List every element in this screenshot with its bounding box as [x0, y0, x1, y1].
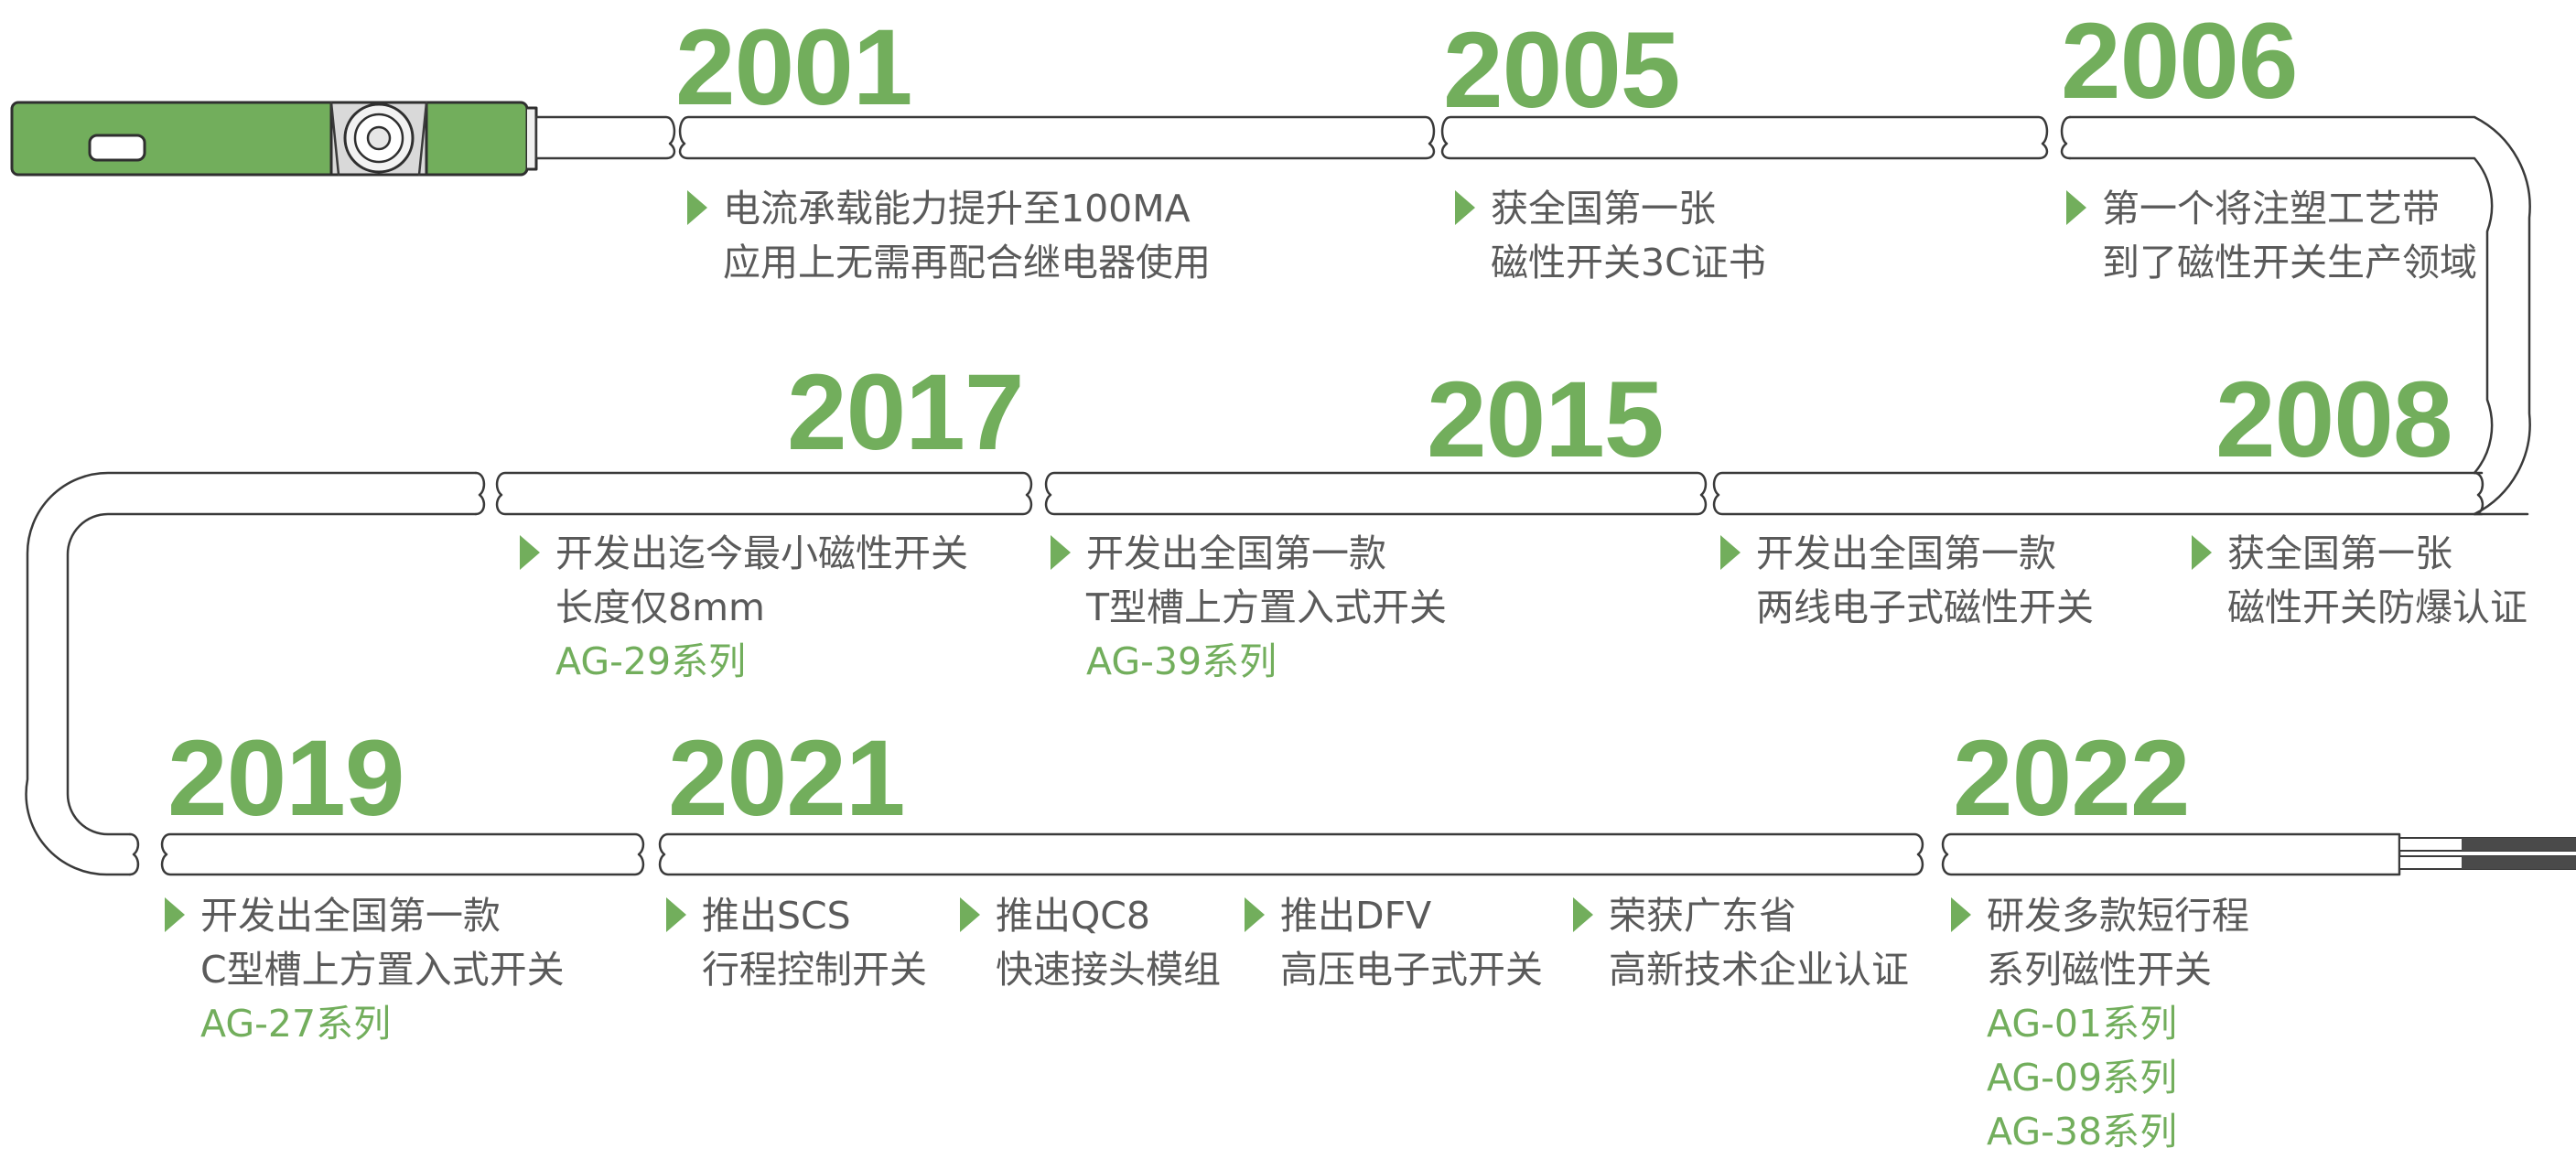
- arrow-icon: [960, 897, 980, 932]
- arrow-icon: [1951, 897, 1971, 932]
- entry-text: 高新技术企业认证: [1609, 948, 1909, 992]
- milestone-entry: 开发出全国第一款 两线电子式磁性开关: [1720, 527, 2094, 635]
- milestone-entry: 获全国第一张 磁性开关防爆认证: [2192, 527, 2527, 635]
- series-label: AG-01系列: [1987, 1002, 2178, 1046]
- year-label: 2019: [167, 718, 405, 839]
- milestone-entry: 第一个将注塑工艺带 到了磁性开关生产领域: [2066, 182, 2477, 290]
- year-label: 2005: [1443, 10, 1681, 131]
- series-label: AG-29系列: [555, 639, 747, 683]
- year-label: 2022: [1953, 718, 2191, 839]
- entry-text: 两线电子式磁性开关: [1756, 585, 2094, 629]
- entry-text: 第一个将注塑工艺带: [2102, 187, 2440, 231]
- entry-text: 行程控制开关: [702, 948, 927, 992]
- entry-text: 快速接头模组: [996, 948, 1221, 992]
- year-label: 2017: [787, 352, 1025, 473]
- entry-text: 开发出全国第一款: [200, 894, 501, 938]
- milestone-entry: 开发出迄今最小磁性开关 长度仅8mm AG-29系列: [520, 527, 968, 689]
- entry-text: 推出SCS: [702, 894, 851, 938]
- arrow-icon: [520, 535, 540, 570]
- arrow-icon: [165, 897, 185, 932]
- entry-text: 磁性开关3C证书: [1491, 241, 1766, 284]
- milestone-entry: 推出QC8 快速接头模组: [960, 889, 1221, 997]
- entry-text: C型槽上方置入式开关: [200, 948, 565, 992]
- entry-text: 高压电子式开关: [1280, 948, 1543, 992]
- year-label: 2006: [2061, 1, 2299, 122]
- entry-text: 推出DFV: [1280, 894, 1432, 938]
- milestone-entry: 推出SCS 行程控制开关: [666, 889, 927, 997]
- milestone-entry: 获全国第一张 磁性开关3C证书: [1455, 182, 1766, 290]
- entry-text: 到了磁性开关生产领域: [2102, 241, 2477, 284]
- arrow-icon: [1455, 190, 1475, 225]
- arrow-icon: [1051, 535, 1071, 570]
- entry-text: 荣获广东省: [1609, 894, 1796, 938]
- entry-text: 推出QC8: [996, 894, 1150, 938]
- milestone-entry: 电流承载能力提升至100MA 应用上无需再配合继电器使用: [687, 182, 1211, 290]
- series-label: AG-39系列: [1086, 639, 1277, 683]
- entry-text: 应用上无需再配合继电器使用: [723, 241, 1211, 284]
- entry-text: 系列磁性开关: [1987, 948, 2212, 992]
- series-label: AG-38系列: [1987, 1110, 2178, 1154]
- entry-text: 获全国第一张: [2227, 531, 2452, 575]
- year-label: 2008: [2215, 360, 2453, 480]
- arrow-icon: [2066, 190, 2086, 225]
- entry-text: 开发出全国第一款: [1756, 531, 2056, 575]
- entry-text: 磁性开关防爆认证: [2227, 585, 2527, 629]
- series-label: AG-27系列: [200, 1002, 392, 1046]
- entry-text: 研发多款短行程: [1987, 894, 2249, 938]
- milestone-entry: 研发多款短行程 系列磁性开关 AG-01系列 AG-09系列 AG-38系列: [1951, 889, 2249, 1159]
- entry-text: 长度仅8mm: [555, 585, 765, 629]
- arrow-icon: [2192, 535, 2212, 570]
- series-label: AG-09系列: [1987, 1056, 2178, 1100]
- arrow-icon: [666, 897, 686, 932]
- entry-text: 开发出全国第一款: [1086, 531, 1386, 575]
- year-label: 2021: [668, 718, 906, 839]
- arrow-icon: [1573, 897, 1593, 932]
- year-label: 2001: [675, 7, 913, 128]
- milestone-entry: 荣获广东省 高新技术企业认证: [1573, 889, 1909, 997]
- arrow-icon: [1720, 535, 1741, 570]
- entry-text: 获全国第一张: [1491, 187, 1716, 231]
- entry-text: T型槽上方置入式开关: [1086, 585, 1448, 629]
- year-label: 2015: [1427, 360, 1665, 480]
- entry-text: 开发出迄今最小磁性开关: [555, 531, 968, 575]
- entry-text: 电流承载能力提升至100MA: [723, 187, 1191, 231]
- milestone-entry: 推出DFV 高压电子式开关: [1245, 889, 1543, 997]
- milestone-entry: 开发出全国第一款 T型槽上方置入式开关 AG-39系列: [1051, 527, 1448, 689]
- arrow-icon: [1245, 897, 1265, 932]
- milestone-entry: 开发出全国第一款 C型槽上方置入式开关 AG-27系列: [165, 889, 565, 1051]
- arrow-icon: [687, 190, 707, 225]
